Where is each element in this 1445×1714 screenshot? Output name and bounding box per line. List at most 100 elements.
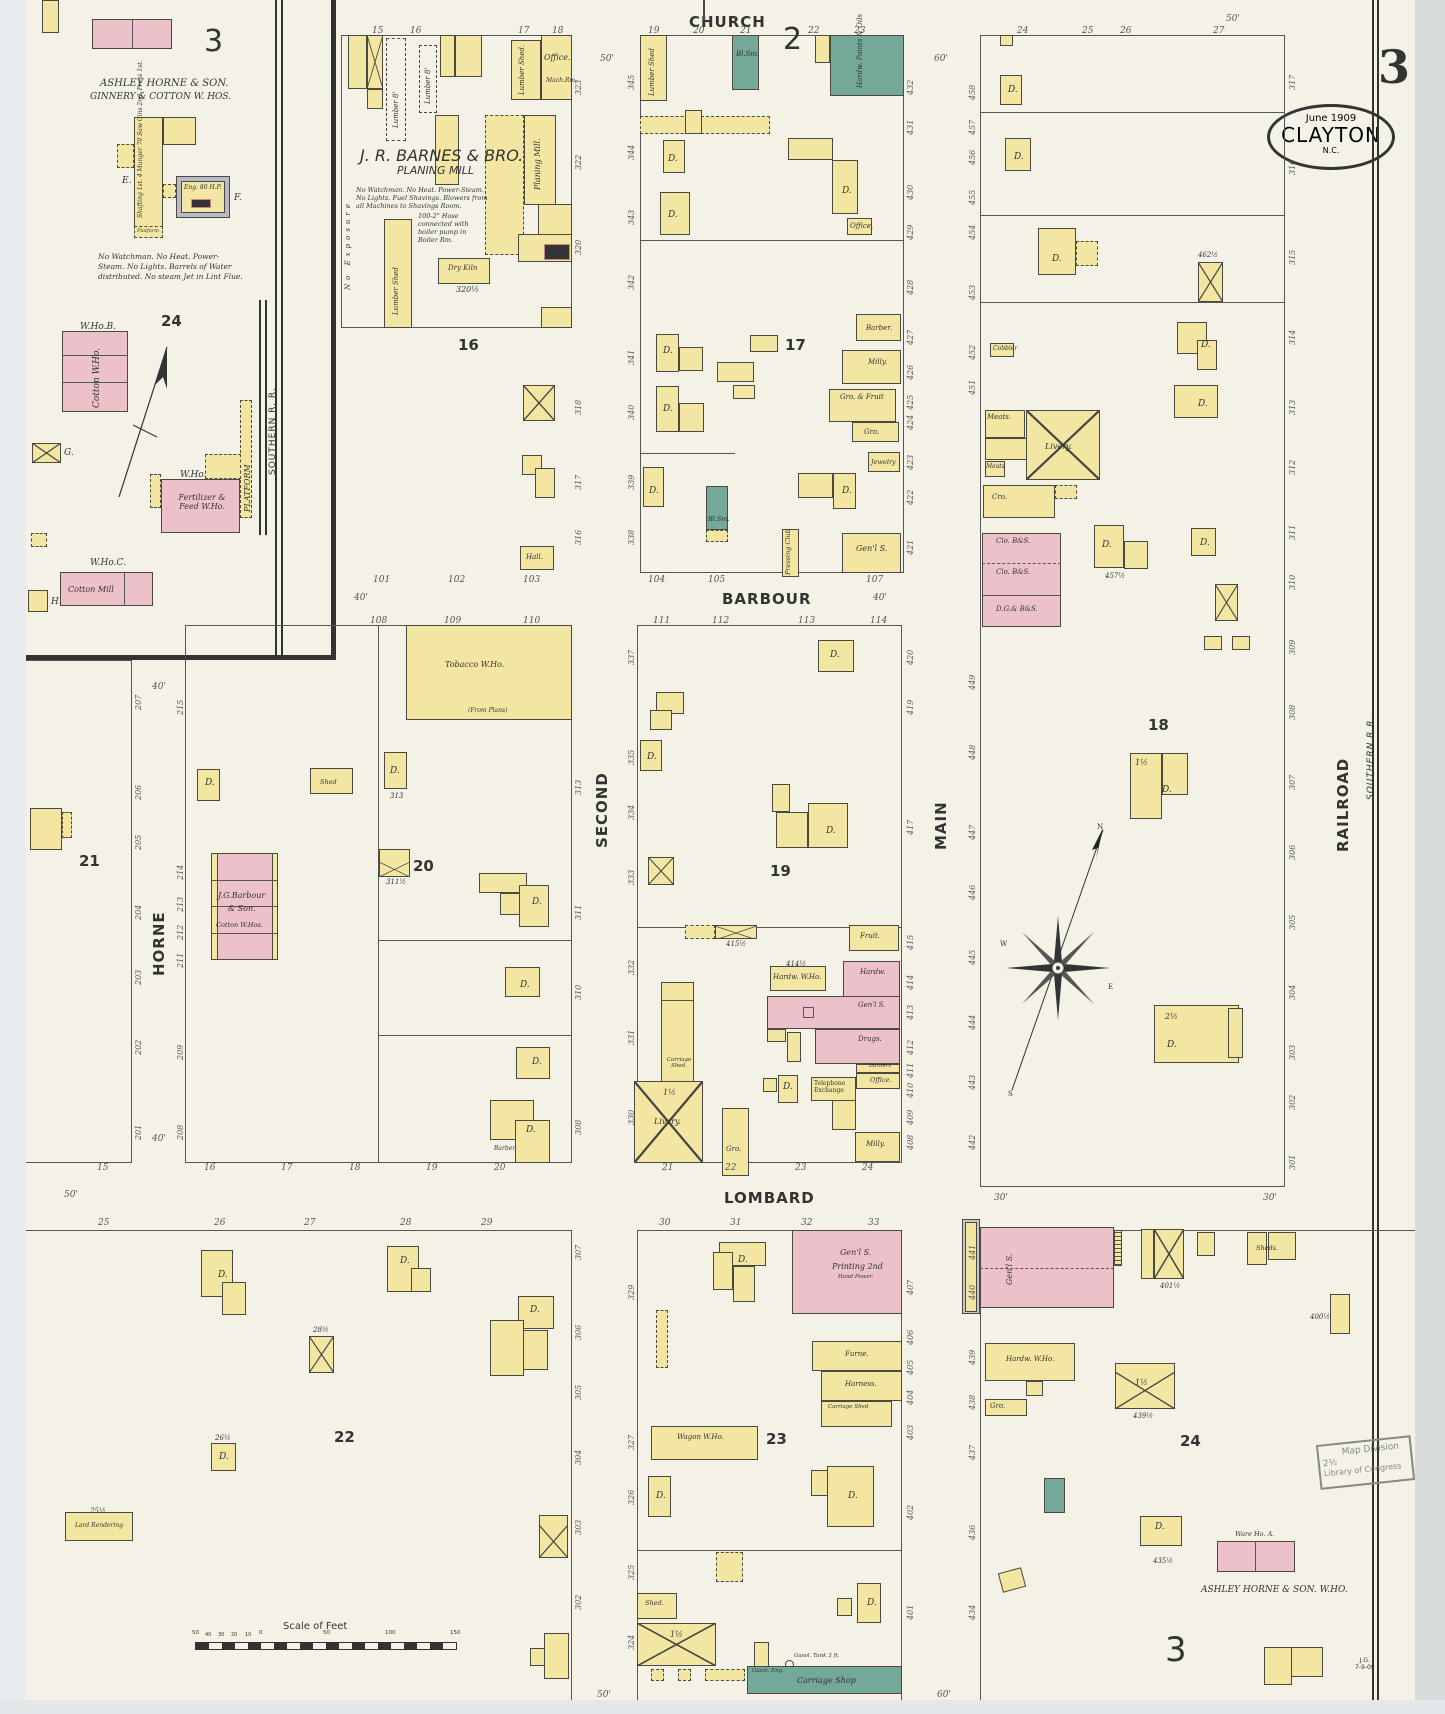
lot-number: 26 <box>1120 26 1132 36</box>
cobbler <box>990 343 1014 357</box>
lot-line <box>378 1035 572 1036</box>
cro-annex <box>1055 485 1077 499</box>
street-width: 30' <box>994 1193 1008 1203</box>
dwelling-b20-5 <box>516 1047 550 1079</box>
pressing-club <box>782 529 799 577</box>
address-number: 419 <box>906 699 915 715</box>
small-shed <box>31 533 47 547</box>
grocery-b24-label: Gro. <box>990 1402 1006 1410</box>
address-number: 314 <box>1288 329 1297 345</box>
cross-mark-icon <box>1026 410 1100 480</box>
cro-building <box>983 485 1055 518</box>
lot-number: 26 <box>214 1218 226 1228</box>
address-number: 410 <box>906 1082 915 1098</box>
cross-mark-icon <box>715 925 757 939</box>
millinery-label: Milly. <box>868 358 888 366</box>
address-number: 409 <box>906 1109 915 1125</box>
dwelling-2 <box>660 192 690 235</box>
address-number: 316 <box>574 529 583 545</box>
street-width: 30' <box>1263 1193 1277 1203</box>
cross-mark-icon <box>379 862 410 877</box>
barbers <box>856 1064 900 1073</box>
address-number: 422 <box>906 489 915 505</box>
carriage-shop <box>747 1666 902 1694</box>
lot-number: 21 <box>662 1163 674 1173</box>
meats-2-label: Meats <box>986 463 1005 470</box>
blacksmith-1 <box>732 35 759 90</box>
address-number: 207 <box>134 694 143 710</box>
block-21 <box>26 660 132 1163</box>
block-17-number: 17 <box>785 336 806 354</box>
lumber-shed-label: Lumber Shed. <box>518 44 526 95</box>
address-number: 444 <box>968 1014 977 1030</box>
lot-number: 17 <box>518 26 530 36</box>
barnes-bldg-3 <box>367 89 383 109</box>
address-number: 322 <box>574 154 583 170</box>
address-number: 421 <box>906 539 915 555</box>
dwelling-label: D. <box>400 1256 410 1266</box>
block-19 <box>637 625 902 1163</box>
lot-number: 105 <box>708 575 726 585</box>
inset-fire-note: No Watchman. No Heat. Power-Steam. No Li… <box>98 252 243 281</box>
address-number: 315 <box>1288 249 1297 265</box>
address-number: 434 <box>968 1604 977 1620</box>
hardware-warehouse <box>770 966 826 991</box>
address-number: 313 <box>574 779 583 795</box>
address-number: 213 <box>176 896 185 912</box>
dwelling-label: D. <box>1201 340 1211 350</box>
grocery-b19-label: Gro. <box>726 1145 742 1153</box>
dwelling-b19-5 <box>778 1075 798 1103</box>
address-number: 310 <box>1288 574 1297 590</box>
address-number: 405 <box>906 1359 915 1375</box>
ginnery-wing <box>163 117 196 145</box>
street-width: 40' <box>152 1134 166 1144</box>
barnes-large-bldg <box>485 115 524 255</box>
address-number: 455 <box>968 189 977 205</box>
dwelling-b23-1-side <box>713 1252 733 1290</box>
lot-number: 28 <box>400 1218 412 1228</box>
north-arrow-icon <box>118 346 168 498</box>
compass-s: S <box>1008 1090 1013 1098</box>
grocery-fruit-label: Gro. & Fruit <box>840 393 884 401</box>
street-width: 60' <box>937 1690 951 1700</box>
barnes-title: J. R. BARNES & BRO. <box>360 146 524 165</box>
barnes-bldg-7 <box>538 204 572 236</box>
cross-mark-icon <box>1115 1372 1175 1409</box>
dwelling-label: D. <box>848 1491 858 1501</box>
address-number: 423 <box>906 454 915 470</box>
fertilizer-annex <box>150 474 161 508</box>
lot-number: 22 <box>725 1163 737 1173</box>
divider <box>62 382 128 383</box>
address-number: 454 <box>968 224 977 240</box>
bldg-b24-bottom-1 <box>1264 1647 1292 1685</box>
carriage-shed-b23-label: Carriage Shed <box>828 1404 869 1410</box>
cross-mark-icon <box>634 1081 703 1163</box>
scale-tick: 0 <box>259 1630 263 1636</box>
carriage-shed-b23 <box>821 1401 892 1427</box>
engine-room-inner <box>181 181 225 213</box>
dwelling-b21 <box>30 808 62 850</box>
cotton-mill-label: Cotton Mill <box>68 585 114 594</box>
dwelling-b18-6-ext <box>1124 541 1148 569</box>
hardware-warehouse-2-label: Hardw. W.Ho. <box>1006 1355 1055 1363</box>
address-number: 316 <box>1288 159 1297 175</box>
lot-number: 111 <box>653 616 671 626</box>
address-number: 436 <box>968 1524 977 1540</box>
sheet-edge <box>1415 0 1445 1714</box>
address-number: 345 <box>627 74 636 90</box>
address-number: 408 <box>906 1134 915 1150</box>
shed-b23-label: Shed. <box>645 1599 664 1607</box>
address-number: 201 <box>134 1124 143 1140</box>
fruit <box>849 925 899 951</box>
who-c-label: W.Ho.C. <box>90 558 126 568</box>
address-number: 437 <box>968 1444 977 1460</box>
barbour-label-3: Cotton W.Hos. <box>216 921 263 929</box>
address-number: 317 <box>1288 74 1297 90</box>
lot-number: 104 <box>648 575 666 585</box>
lot-line <box>640 453 735 454</box>
dwelling-6 <box>643 467 664 507</box>
pressing-club-label: Pressing Club <box>784 529 792 575</box>
address-439: 439½ <box>1133 1412 1154 1420</box>
lot-number: 29 <box>481 1218 493 1228</box>
lot-number: 15 <box>97 1163 109 1173</box>
